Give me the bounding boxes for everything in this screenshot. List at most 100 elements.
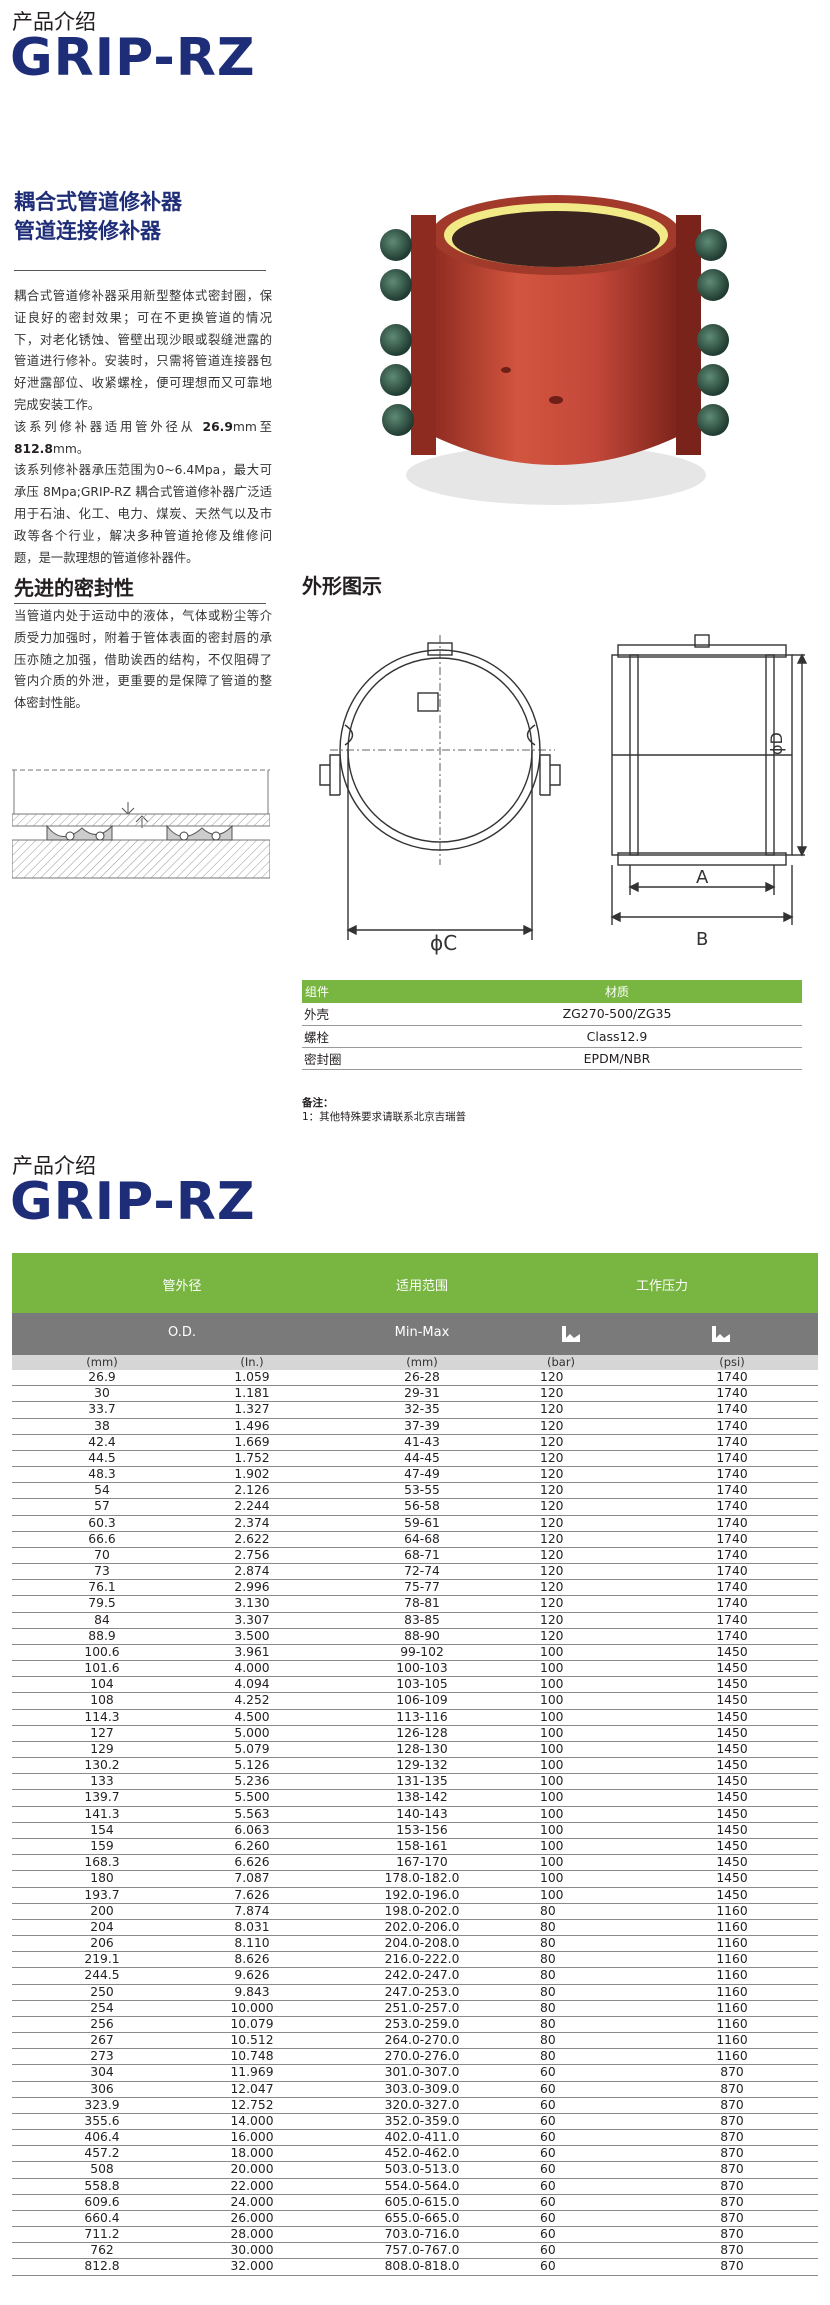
- row-od-inch: 3.961: [234, 1644, 270, 1659]
- row-od-mm: 114.3: [84, 1709, 120, 1724]
- row-od-inch: 24.000: [230, 2194, 274, 2209]
- row-od-inch: 22.000: [230, 2178, 274, 2193]
- row-range: 757.0-767.0: [384, 2243, 460, 2258]
- row-pressure-bar: 100: [540, 1758, 564, 1773]
- row-od-inch: 5.236: [234, 1774, 270, 1789]
- row-pressure-bar: 120: [540, 1499, 564, 1514]
- row-od-mm: 762: [90, 2243, 114, 2258]
- row-od-inch: 4.252: [234, 1693, 270, 1708]
- row-pressure-bar: 120: [540, 1564, 564, 1579]
- row-od-mm: 84: [94, 1612, 110, 1627]
- row-pressure-psi: 1740: [716, 1467, 748, 1482]
- row-pressure-bar: 60: [540, 2259, 556, 2274]
- row-od-inch: 10.079: [230, 2016, 274, 2031]
- row-range: 264.0-270.0: [384, 2033, 460, 2048]
- row-range: 100-103: [396, 1661, 448, 1676]
- row-range: 202.0-206.0: [384, 1919, 460, 1934]
- row-od-mm: 457.2: [84, 2146, 120, 2161]
- row-range: 47-49: [404, 1467, 440, 1482]
- row-pressure-bar: 100: [540, 1741, 564, 1756]
- dimension-d-label: ϕD: [767, 732, 786, 755]
- row-pressure-bar: 80: [540, 1968, 556, 1983]
- row-range: 153-156: [396, 1822, 448, 1837]
- row-pressure-psi: 1450: [716, 1790, 748, 1805]
- row-range: 64-68: [404, 1531, 440, 1546]
- row-od-inch: 5.079: [234, 1741, 270, 1756]
- row-pressure-psi: 1160: [716, 1919, 748, 1934]
- row-od-inch: 9.626: [234, 1968, 270, 1983]
- row-pressure-psi: 870: [720, 2210, 744, 2225]
- header-od: 管外径: [162, 1279, 202, 1294]
- row-pressure-psi: 1740: [716, 1580, 748, 1595]
- row-range: 270.0-276.0: [384, 2049, 460, 2064]
- row-range: 140-143: [396, 1806, 448, 1821]
- row-range: 53-55: [404, 1483, 440, 1498]
- row-range: 68-71: [404, 1547, 440, 1562]
- row-pressure-bar: 120: [540, 1483, 564, 1498]
- row-od-mm: 508: [90, 2162, 114, 2177]
- row-pressure-bar: 120: [540, 1450, 564, 1465]
- row-range: 129-132: [396, 1758, 448, 1773]
- divider: [14, 603, 266, 604]
- row-od-inch: 2.374: [234, 1515, 270, 1530]
- header-od-en: O.D.: [168, 1325, 196, 1340]
- row-od-inch: 4.000: [234, 1661, 270, 1676]
- row-od-mm: 104: [90, 1677, 114, 1692]
- row-pressure-bar: 80: [540, 1952, 556, 1967]
- component-material: ZG270-500/ZG35: [432, 1003, 802, 1026]
- row-od-inch: 9.843: [234, 1984, 270, 1999]
- row-od-mm: 193.7: [84, 1887, 120, 1902]
- row-range: 703.0-716.0: [384, 2227, 460, 2242]
- row-od-mm: 250: [90, 1984, 114, 1999]
- row-od-inch: 1.059: [234, 1370, 270, 1384]
- material-table: 组件 材质 外壳 ZG270-500/ZG35 螺栓 Class12.9 密封圈…: [302, 980, 802, 1070]
- row-pressure-psi: 1160: [716, 2016, 748, 2031]
- row-od-mm: 60.3: [88, 1515, 116, 1530]
- row-pressure-bar: 100: [540, 1774, 564, 1789]
- row-range: 126-128: [396, 1725, 448, 1740]
- spec-table-header-primary: 管外径 适用范围 工作压力: [12, 1253, 818, 1313]
- row-pressure-psi: 870: [720, 2243, 744, 2258]
- row-od-mm: 711.2: [84, 2227, 120, 2242]
- row-range: 178.0-182.0: [384, 1871, 460, 1886]
- note: 备注： 1：其他特殊要求请联系北京吉瑞普: [302, 1096, 466, 1124]
- row-od-inch: 14.000: [230, 2113, 274, 2128]
- row-od-inch: 3.500: [234, 1628, 270, 1643]
- row-od-inch: 8.031: [234, 1919, 270, 1934]
- material-header-row: 组件 材质: [302, 980, 802, 1003]
- row-od-mm: 355.6: [84, 2113, 120, 2128]
- row-pressure-bar: 100: [540, 1855, 564, 1870]
- row-od-mm: 244.5: [84, 1968, 120, 1983]
- row-pressure-bar: 80: [540, 1903, 556, 1918]
- row-range: 59-61: [404, 1515, 440, 1530]
- row-od-inch: 4.500: [234, 1709, 270, 1724]
- row-pressure-psi: 1160: [716, 1936, 748, 1951]
- row-pressure-psi: 1450: [716, 1758, 748, 1773]
- technical-drawing: ϕC A B ϕD: [319, 634, 808, 955]
- row-od-mm: 267: [90, 2033, 114, 2048]
- row-pressure-psi: 1160: [716, 1968, 748, 1983]
- unit-range-mm: (mm): [406, 1355, 438, 1369]
- header-pressure: 工作压力: [635, 1279, 688, 1294]
- row-od-inch: 32.000: [230, 2259, 274, 2274]
- row-od-inch: 6.626: [234, 1855, 270, 1870]
- row-pressure-psi: 1740: [716, 1628, 748, 1643]
